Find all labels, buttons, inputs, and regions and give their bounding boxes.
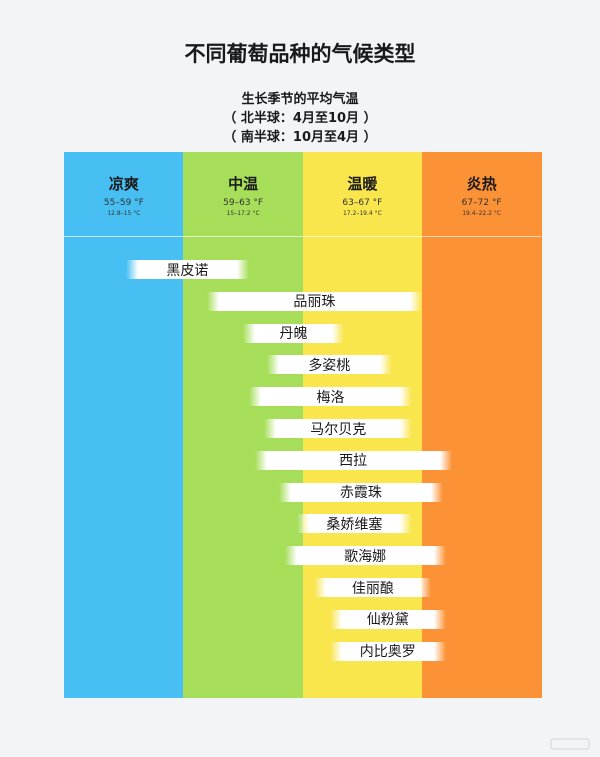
column-name: 炎热 — [466, 175, 497, 193]
column-header-moderate: 中温 59–63 °F 15–17.2 °C — [183, 152, 303, 236]
column-header-cool: 凉爽 55–59 °F 12.8–15 °C — [64, 152, 184, 236]
subtitle-line-2: （ 北半球：4月至10月 ） — [223, 111, 377, 126]
column-fahrenheit: 59–63 °F — [223, 198, 264, 208]
header-divider — [64, 236, 541, 237]
variety-bar: 品丽珠 — [207, 291, 422, 311]
column-cool: 凉爽 55–59 °F 12.8–15 °C — [64, 152, 184, 698]
variety-bar: 歌海娜 — [284, 546, 446, 566]
climate-chart: 凉爽 55–59 °F 12.8–15 °C 中温 59–63 °F 15–17… — [64, 152, 542, 698]
column-header-hot: 炎热 67–72 °F 19.4–22.2 °C — [422, 152, 542, 236]
subtitle-line-1: 生长季节的平均气温 — [241, 92, 359, 107]
variety-bar: 西拉 — [254, 450, 452, 470]
column-name: 温暖 — [347, 175, 378, 193]
subtitle-line-3: （ 南半球：10月至4月 ） — [223, 130, 377, 145]
column-celsius: 17.2–19.4 °C — [342, 210, 382, 217]
column-fahrenheit: 55–59 °F — [103, 198, 144, 208]
variety-bar: 内比奥罗 — [329, 641, 446, 661]
page-title: 不同葡萄品种的气候类型 — [184, 42, 416, 66]
variety-bar: 黑皮诺 — [126, 260, 249, 279]
variety-bar: 佳丽酿 — [314, 578, 432, 597]
subtitle: 生长季节的平均气温 （ 北半球：4月至10月 ） （ 南半球：10月至4月 ） — [0, 90, 600, 147]
column-hot: 炎热 67–72 °F 19.4–22.2 °C — [421, 152, 542, 698]
variety-bar: 仙粉黛 — [329, 609, 446, 629]
variety-bar: 丹魄 — [242, 323, 345, 343]
column-celsius: 12.8–15 °C — [107, 210, 141, 217]
column-name: 凉爽 — [108, 175, 139, 193]
column-header-warm: 温暖 63–67 °F 17.2–19.4 °C — [303, 152, 423, 236]
variety-bar: 桑娇维塞 — [296, 514, 413, 534]
variety-bar: 梅洛 — [248, 387, 413, 407]
column-name: 中温 — [228, 175, 259, 193]
column-celsius: 15–17.2 °C — [226, 210, 260, 217]
watermark-icon — [550, 738, 590, 750]
column-celsius: 19.4–22.2 °C — [462, 210, 502, 217]
variety-bar: 多姿桃 — [266, 355, 392, 375]
variety-bar: 马尔贝克 — [264, 419, 413, 438]
column-fahrenheit: 67–72 °F — [461, 198, 502, 208]
column-fahrenheit: 63–67 °F — [342, 198, 383, 208]
variety-bar: 赤霞珠 — [278, 482, 444, 502]
